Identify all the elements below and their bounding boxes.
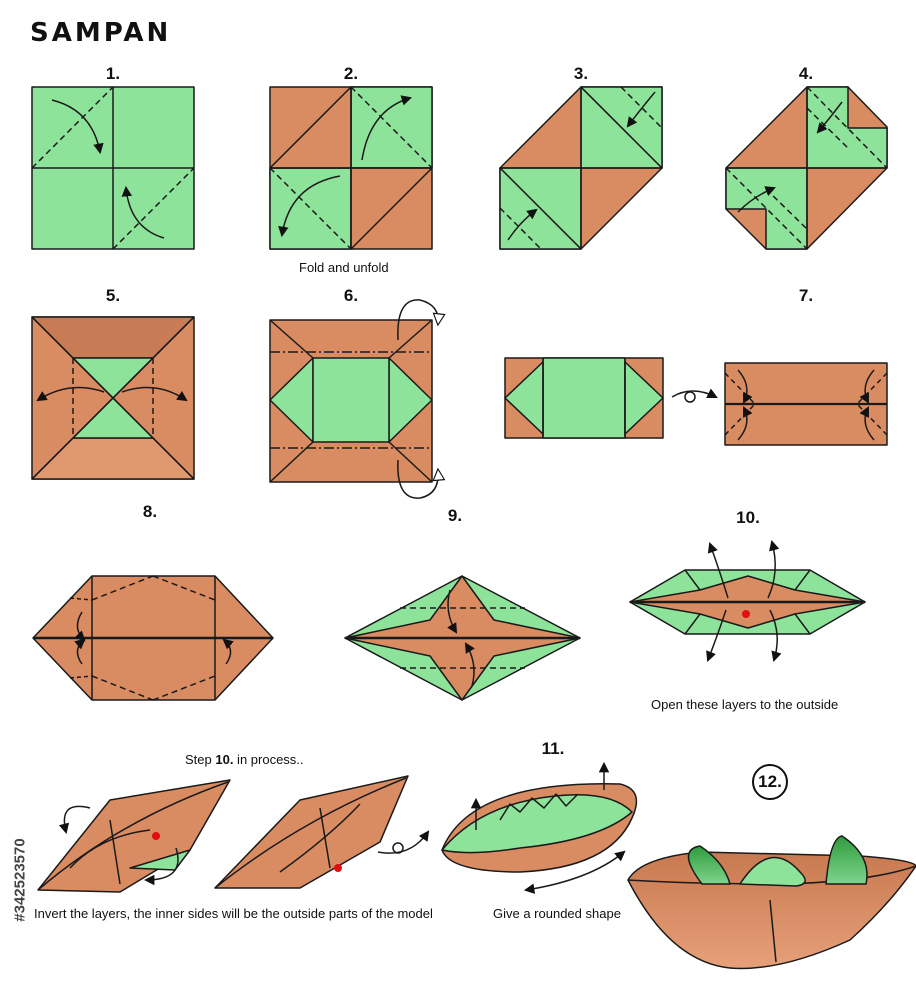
step-2-diagram [269,86,433,250]
step-9-diagram [344,575,581,701]
step-5-diagram [31,316,195,480]
step-10-diagram [629,539,866,663]
image-id-watermark: #342523570 [6,760,34,1000]
step-number-10: 10. [736,508,760,527]
caption-open-layers: Open these layers to the outside [651,697,839,712]
step-number-2: 2. [343,64,359,83]
step-number-12: 12. [752,764,788,800]
caption-rounded-shape: Give a rounded shape [493,906,621,921]
caption-invert-layers: Invert the layers, the inner sides will … [34,906,433,921]
step-number-3: 3. [573,64,589,83]
caption-fold-and-unfold: Fold and unfold [299,260,389,275]
step-number-1: 1. [105,64,121,83]
page-title: SAMPAN [30,18,172,48]
step-number-4: 4. [798,64,814,83]
caption-step-prefix: Step [185,752,216,767]
step-number-9: 9. [447,506,463,525]
process-diagram-b [214,775,430,889]
step-number-11: 11. [541,739,565,758]
step-number-8: 8. [142,502,158,521]
caption-step-10-in-process: Step 10. in process.. [185,752,304,767]
step-number-6: 6. [343,286,359,305]
image-id-text: #342523570 [11,838,29,922]
step-number-5: 5. [105,286,121,305]
step-8-diagram [32,575,274,701]
step-1-diagram [31,86,195,250]
step-7-diagram [504,357,888,446]
step-4-diagram [725,86,888,250]
caption-step-suffix: in process.. [233,752,304,767]
step-12-diagram [627,835,916,970]
step-11-diagram [441,761,638,894]
step-3-diagram [499,86,663,250]
process-diagram-a [37,779,231,893]
step-6-diagram [269,299,438,499]
caption-step-number: 10. [215,752,234,767]
step-number-7: 7. [798,286,814,305]
